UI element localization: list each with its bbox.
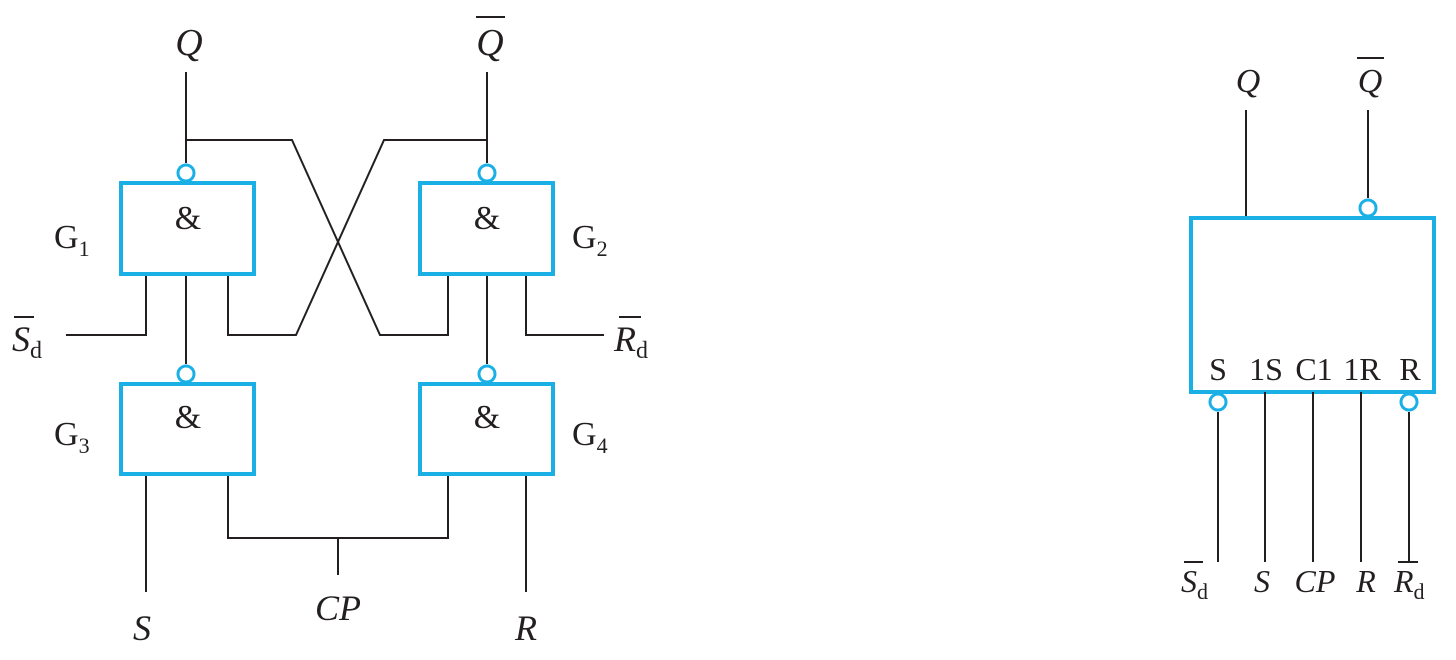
wire-qbar-to-g1	[227, 139, 487, 336]
gate-g1	[119, 181, 256, 276]
label-cp: CP	[315, 588, 361, 628]
symbol-label-cp: CP	[1295, 563, 1336, 599]
symbol-label-q: Q	[1236, 63, 1261, 100]
wire-q-to-g2	[186, 139, 449, 336]
gate-g3	[119, 382, 256, 476]
pin-label-r: R	[1399, 351, 1421, 387]
gate-g4	[418, 382, 555, 476]
pin-label-1s: 1S	[1249, 351, 1283, 387]
label-s: S	[133, 608, 151, 648]
gate-g4-symbol: &	[474, 399, 500, 436]
label-q-bar: Q	[476, 22, 503, 64]
gate-g2-symbol: &	[474, 200, 500, 237]
gate-g1-label: G1	[54, 219, 90, 261]
wire-sd-input	[66, 274, 147, 336]
bubble-g3-output	[176, 364, 196, 384]
pin-label-s: S	[1209, 351, 1227, 387]
wire-cp-bus	[227, 474, 449, 539]
wire-rd-input	[525, 274, 604, 336]
bubble-g4-output	[477, 364, 497, 384]
bubble-g1-output	[176, 163, 196, 183]
gate-g3-label: G3	[54, 416, 90, 458]
label-r: R	[514, 608, 537, 648]
symbol-label-rd: Rd	[1393, 563, 1425, 604]
symbol-block	[1189, 216, 1436, 394]
gate-g2-label: G2	[572, 219, 608, 261]
gate-g3-symbol: &	[175, 399, 201, 436]
gate-g1-symbol: &	[175, 200, 201, 237]
symbol-label-s: S	[1254, 563, 1270, 599]
bubble-symbol-rd	[1399, 392, 1419, 412]
symbol-label-sd: Sd	[1181, 563, 1208, 604]
circuit-wires	[66, 72, 604, 592]
label-sd: Sd	[12, 319, 42, 364]
label-q: Q	[175, 22, 202, 64]
gate-g4-label: G4	[572, 416, 608, 458]
bubble-g2-output	[477, 163, 497, 183]
symbol-label-q-bar: Q	[1358, 63, 1383, 100]
pin-label-1r: 1R	[1343, 351, 1381, 387]
bubble-symbol-q-bar	[1358, 198, 1378, 218]
gate-level-circuit: & & & & G1 G2 G3 G4 Q Q Sd Rd S CP R	[12, 16, 648, 648]
label-rd: Rd	[613, 319, 648, 364]
gate-g2	[418, 181, 555, 276]
pin-label-c1: C1	[1295, 351, 1332, 387]
logic-symbol: S 1S C1 1R R Q Q Sd S CP R Rd	[1181, 57, 1436, 604]
symbol-label-r: R	[1355, 563, 1376, 599]
bubble-symbol-sd	[1208, 392, 1228, 412]
